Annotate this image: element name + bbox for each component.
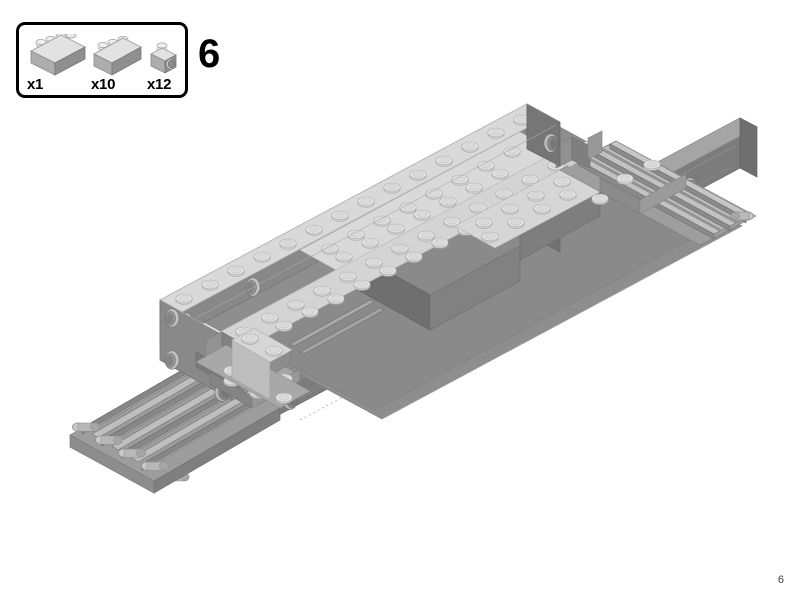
technic-brick-1x1-hole-icon — [147, 34, 183, 76]
parts-callout-box: x1 x10 — [16, 22, 188, 98]
page-number: 6 — [777, 574, 784, 586]
part-count-label: x10 — [91, 76, 116, 93]
brick-1x4-icon — [27, 34, 89, 76]
part-item-0: x1 — [27, 34, 89, 93]
step-number: 6 — [198, 32, 221, 76]
part-count-label: x1 — [27, 76, 44, 93]
part-item-2: x12 — [147, 34, 183, 93]
part-count-label: x12 — [147, 76, 172, 93]
brick-1x3-icon — [91, 34, 145, 76]
part-item-1: x10 — [91, 34, 145, 93]
